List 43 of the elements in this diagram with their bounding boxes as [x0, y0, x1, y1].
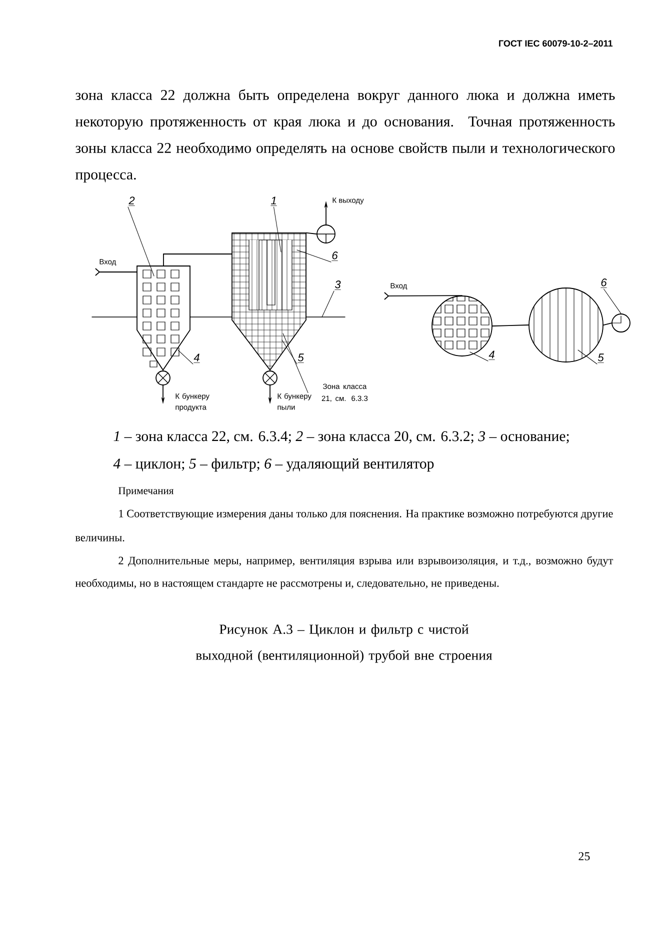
base-line	[92, 316, 346, 318]
page-number: 25	[578, 852, 590, 860]
legend-text: 1 – зона класса 22, см. 6.3.4; 2 – зона класса 20, см. 6.3.2; 3 – основание;	[114, 431, 569, 444]
callout-number: 5	[298, 354, 304, 363]
arrow	[384, 292, 462, 300]
note-text: 1 Соответствующие измерения даны только для пояснения. На практике возможно потребуются другие величины.	[75, 509, 613, 542]
pipe-line	[306, 232, 317, 234]
cyclone-drawing	[136, 266, 190, 371]
body-paragraph: зона класса 22 должна быть определена вокруг данного люка и должна иметь некоторую протяженность от края люка и до основания. Точная протяженность зоны класса 22 необходимо определять на основе свойств пыли и технологического процесса.	[75, 89, 615, 183]
callout-number: 2	[128, 196, 136, 206]
header-text: ГОСТ IEC 60079-10-2–2011	[499, 40, 613, 47]
figure-caption: Рисунок А.3 – Циклон и фильтр с чистой выходной (вентиляционной) трубой вне строения	[196, 624, 492, 663]
leader-line	[128, 206, 154, 276]
leader-line	[578, 350, 598, 364]
callout-number: 4	[194, 354, 200, 363]
callout-number: 5	[598, 354, 604, 363]
callout-number: 4	[488, 350, 496, 360]
filter-drawing	[232, 232, 306, 371]
leader-line	[282, 340, 298, 364]
fan-drawing	[316, 224, 336, 244]
leader-line	[282, 333, 308, 394]
callout-number: 6	[332, 252, 338, 261]
callout-number: 6	[600, 278, 608, 288]
callout-number: 1	[270, 196, 278, 206]
legend-text: 4 – циклон; 5 – фильтр; 6 – удаляющий вентилятор	[113, 458, 434, 472]
leader-line	[296, 250, 332, 262]
fan-plan-drawing	[612, 314, 630, 332]
leader-line	[274, 206, 282, 252]
leader-line	[178, 350, 194, 364]
callout-number: 3	[334, 280, 342, 290]
leader-line	[604, 288, 622, 314]
pipe-line	[492, 324, 529, 326]
leader-line	[322, 290, 334, 318]
cyclone-plan-drawing	[432, 296, 492, 356]
pipe-line	[163, 254, 232, 266]
filter-plan-drawing	[528, 288, 604, 362]
arrow	[95, 268, 138, 276]
pipe-line	[603, 322, 612, 326]
valve-drawing	[156, 370, 170, 386]
leader-line	[470, 352, 488, 362]
valve-drawing	[262, 370, 278, 386]
note-text: 2 Дополнительные меры, например, вентиляция взрыва или взрывоизоляция, и т.д., возможно будут необходимы, но в настоящем стандарте не рассмотрены и, следовательно, не приведены.	[75, 556, 614, 590]
notes-heading: Примечания	[118, 487, 174, 496]
